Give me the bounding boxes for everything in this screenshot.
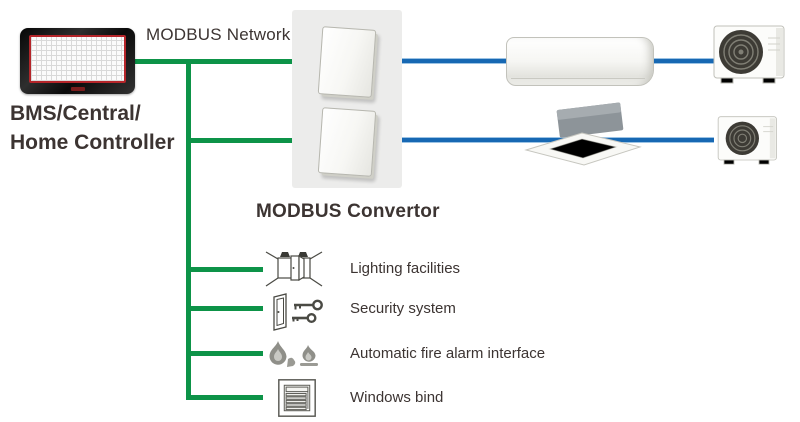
controller-logo: [70, 87, 85, 91]
branch-line-security: [186, 306, 263, 311]
controller-title: BMS/Central/ Home Controller: [10, 99, 175, 157]
window-blind-icon: [278, 379, 316, 417]
branch-line-lighting: [186, 267, 263, 272]
controller-touchscreen: [29, 35, 126, 83]
branch-line-fire-alarm: [186, 351, 263, 356]
fire-alarm-label: Automatic fire alarm interface: [350, 345, 546, 362]
wall-ac-vane: [511, 78, 645, 79]
security-label: Security system: [350, 300, 456, 317]
wall-mounted-indoor-unit: [506, 37, 654, 86]
modbus-network-trunk-line: [186, 59, 191, 400]
door-and-keys-icon: [273, 293, 323, 331]
modbus-network-line-convertor2: [186, 138, 322, 143]
controller-title-line2: Home Controller: [10, 131, 175, 154]
lighting-room-icon: [265, 251, 323, 287]
bms-controller-device: [20, 28, 135, 94]
fire-flames-icon: [269, 341, 318, 367]
modbus-network-line-top: [135, 59, 322, 64]
branch-line-windows-bind: [186, 395, 263, 400]
windows-bind-label: Windows bind: [350, 389, 444, 406]
outdoor-unit-row1: [713, 25, 785, 84]
modbus-convertor-unit-1: [317, 26, 377, 98]
ac-line-row2: [374, 137, 714, 143]
lighting-label: Lighting facilities: [350, 260, 461, 277]
modbus-convertor-label: MODBUS Convertor: [256, 201, 440, 222]
controller-title-line1: BMS/Central/: [10, 102, 141, 125]
modbus-convertor-unit-2: [317, 107, 377, 177]
ceiling-cassette-indoor-unit: [524, 102, 642, 166]
outdoor-unit-row2: [717, 116, 777, 165]
modbus-network-label: MODBUS Network: [146, 25, 291, 44]
